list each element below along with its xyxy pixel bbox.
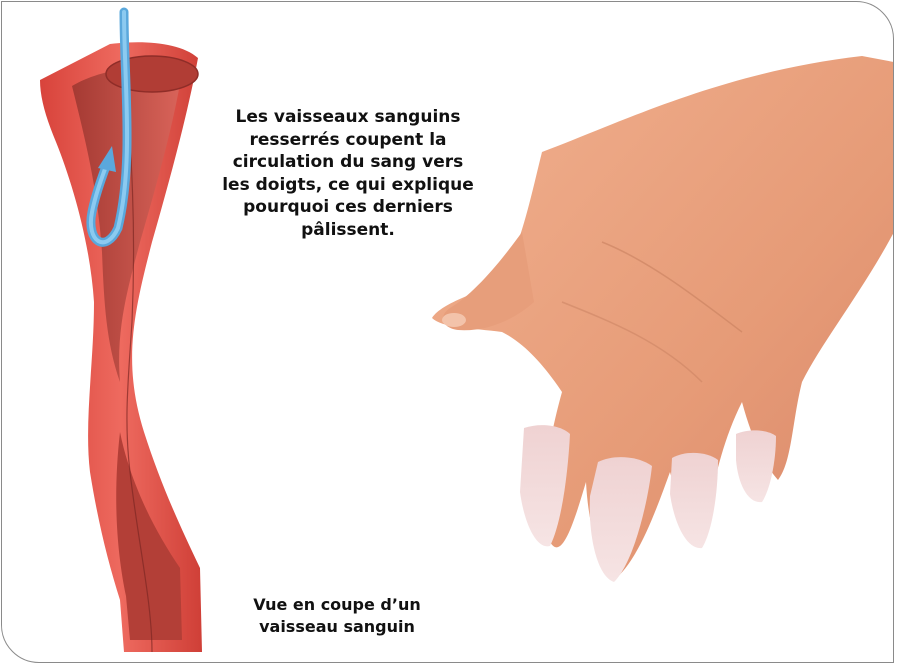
vessel-top-opening: [106, 56, 198, 92]
vessel-section-caption: Vue en coupe d’un vaisseau sanguin: [226, 594, 448, 638]
blood-vessel-section: [40, 12, 202, 652]
pale-fingertip-ring: [670, 453, 718, 548]
thumbnail: [442, 313, 466, 327]
pale-fingertip-little: [736, 430, 776, 502]
constriction-caption: Les vaisseaux sanguins resserrés coupent…: [218, 106, 478, 241]
hand-illustration: [432, 56, 894, 582]
